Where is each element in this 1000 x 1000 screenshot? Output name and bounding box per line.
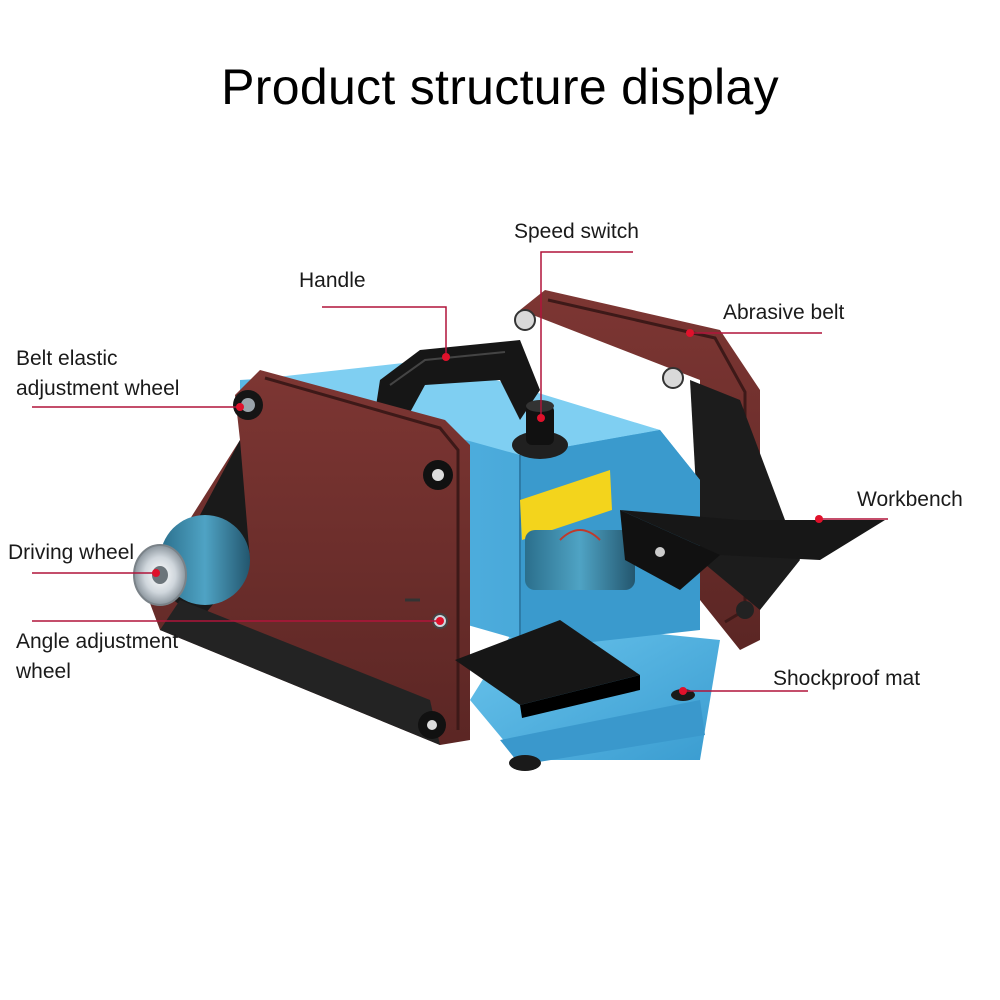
- label-driving-wheel: Driving wheel: [8, 541, 135, 564]
- label-handle: Handle: [299, 269, 366, 292]
- marker-dots: [152, 329, 823, 695]
- driving-wheel: [133, 515, 250, 606]
- dot-angle-adjustment: [436, 617, 444, 625]
- speed-switch-knob: [512, 400, 568, 459]
- label-speed-switch: Speed switch: [514, 220, 639, 243]
- leader-speed-switch: [540, 251, 633, 418]
- front-belt-assembly: [145, 370, 470, 745]
- label-workbench: Workbench: [857, 488, 963, 511]
- label-angle-adjustment-line1: Angle adjustment: [16, 630, 179, 653]
- label-angle-adjustment-line2: wheel: [16, 660, 71, 683]
- label-belt-elastic-line2: adjustment wheel: [16, 377, 180, 400]
- page-title: Product structure display: [221, 59, 779, 115]
- label-abrasive-belt: Abrasive belt: [723, 301, 845, 324]
- dot-handle: [442, 353, 450, 361]
- dot-abrasive-belt: [686, 329, 694, 337]
- dot-shockproof-mat: [679, 687, 687, 695]
- label-belt-elastic-line1: Belt elastic: [16, 347, 118, 370]
- front-workbench: [455, 620, 640, 718]
- dot-driving-wheel: [152, 569, 160, 577]
- leader-lines: [32, 251, 888, 692]
- dot-workbench: [815, 515, 823, 523]
- label-shockproof-mat: Shockproof mat: [773, 667, 921, 690]
- dot-belt-elastic: [236, 403, 244, 411]
- shockproof-feet: [509, 689, 695, 771]
- dot-speed-switch: [537, 414, 545, 422]
- leader-handle: [322, 306, 447, 357]
- handle: [370, 340, 540, 445]
- motor: [520, 470, 635, 590]
- belt-elastic-adjustment-wheel: [233, 390, 263, 420]
